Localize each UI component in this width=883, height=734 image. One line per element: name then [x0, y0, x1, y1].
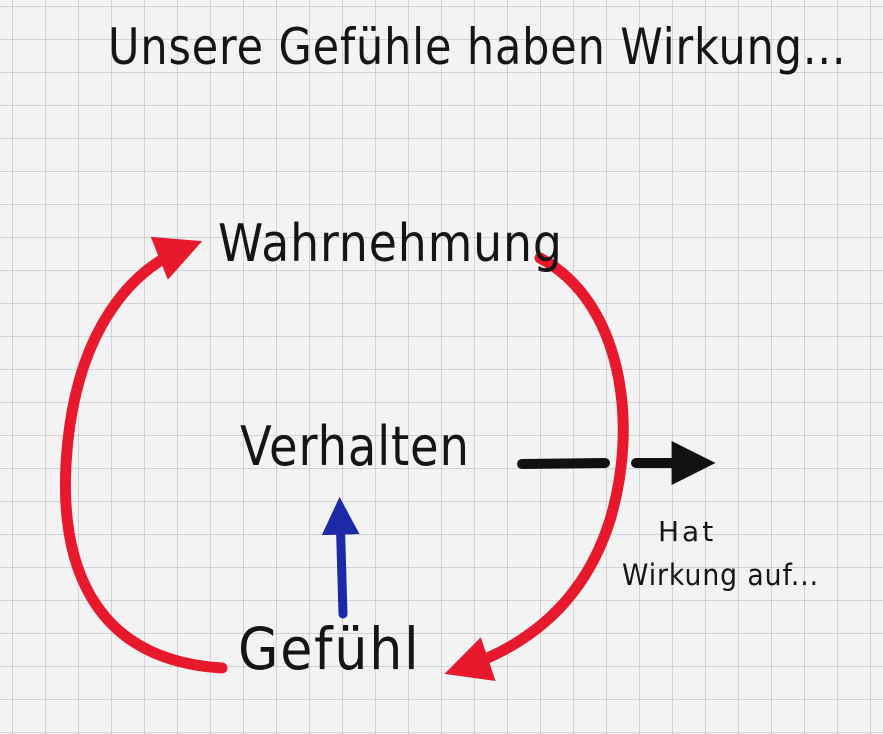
arrow-perception-to-feeling [444, 252, 629, 681]
node-feeling: Gefühl [238, 615, 421, 683]
arrow-feeling-to-perception [60, 236, 228, 674]
arrow-behavior-effect-segment [517, 458, 610, 469]
node-behavior: Verhalten [240, 415, 470, 478]
annotation-line-1: Hat [658, 515, 717, 548]
annotation-line-2: Wirkung auf... [622, 558, 820, 592]
page-title: Unsere Gefühle haben Wirkung... [108, 18, 847, 76]
node-perception: Wahrnehmung [218, 214, 563, 274]
arrow-feeling-to-behavior [321, 496, 360, 619]
